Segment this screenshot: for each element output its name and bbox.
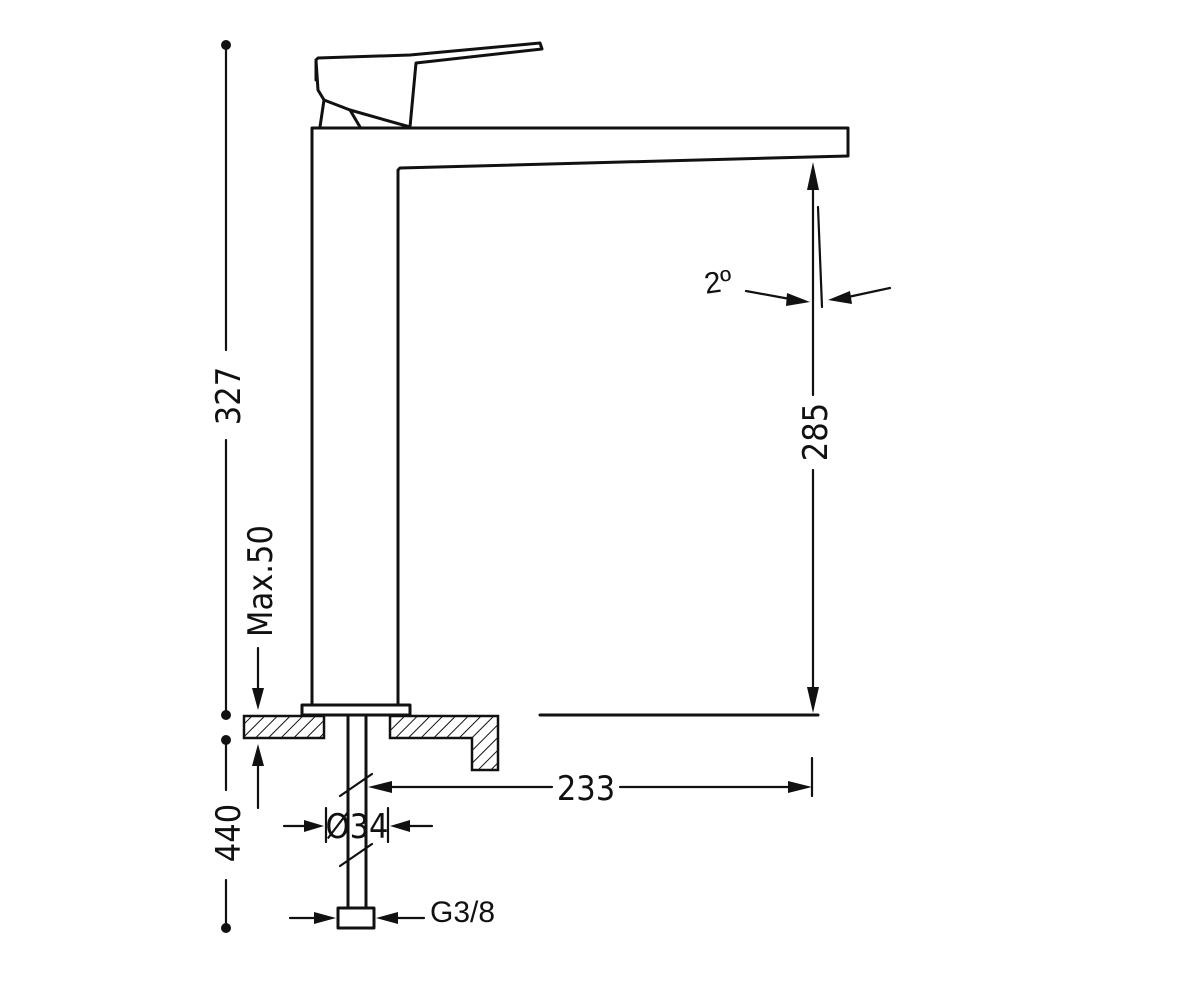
- dim-spout-angle: 2º: [702, 205, 892, 309]
- dim-connection: G3/8: [288, 896, 495, 929]
- hose-connector: [336, 906, 376, 930]
- dim-spout-reach: 233: [368, 756, 814, 809]
- faucet-column-spout: [310, 126, 850, 707]
- dim-spout-height-label: 285: [796, 403, 836, 461]
- dim-hole-diameter-label: Ø34: [326, 807, 389, 847]
- dim-deck-thickness-label: Max.50: [241, 525, 281, 637]
- dim-total-height-label: 327: [209, 367, 249, 425]
- base-flange: [300, 703, 412, 717]
- dim-spout-angle-label: 2º: [702, 264, 734, 301]
- dim-hose-length: 440: [209, 735, 249, 933]
- dim-connection-label: G3/8: [430, 896, 495, 929]
- countertop-section: [242, 713, 820, 772]
- dim-spout-reach-label: 233: [557, 769, 615, 809]
- dim-hose-length-label: 440: [209, 804, 249, 862]
- lever-handle: [314, 41, 544, 129]
- dim-spout-height: 285: [796, 162, 836, 713]
- faucet-body: [300, 41, 850, 717]
- supply-hose: [336, 714, 376, 930]
- dim-hole-diameter: Ø34: [282, 806, 434, 847]
- dim-deck-thickness: Max.50: [241, 525, 281, 810]
- dim-total-height: 327: [209, 40, 249, 720]
